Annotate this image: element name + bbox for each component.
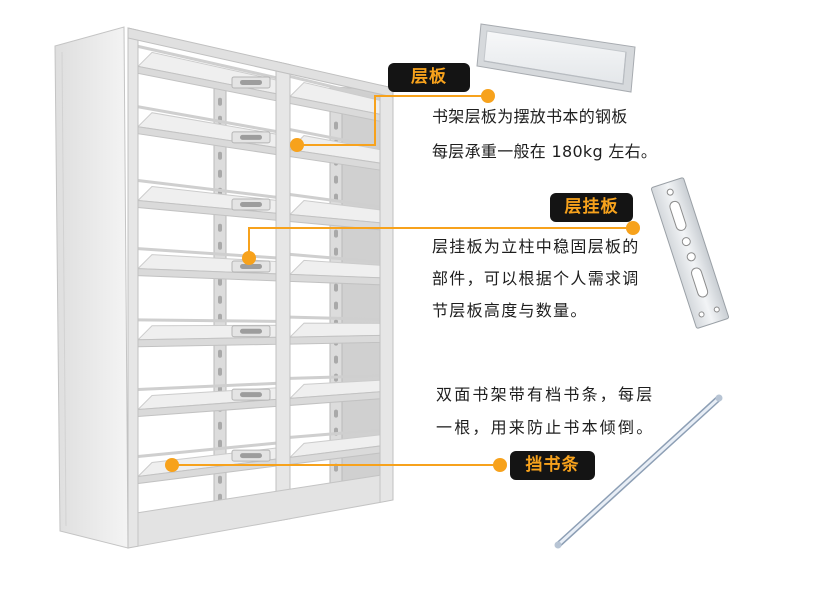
callout-label-book-stop-bar: 挡书条 [510, 451, 595, 480]
upright-slot [334, 301, 338, 310]
description-line: 节层板高度与数量。 [432, 301, 588, 320]
upright-slot [218, 97, 222, 106]
upright-slot [334, 175, 338, 184]
rod-highlight [557, 397, 720, 546]
upright-slot [218, 367, 222, 376]
book-stop-bar [137, 441, 277, 459]
description-line: 一根，用来防止书本倾倒。 [436, 418, 655, 437]
book-stop-bar [289, 252, 381, 264]
description-line: 层挂板为立柱中稳固层板的 [432, 237, 640, 256]
hanging-plate-slot [240, 392, 262, 398]
upright-slot [218, 349, 222, 358]
bookshelf-illustration [54, 26, 394, 549]
description-line: 部件，可以根据个人需求调 [432, 269, 640, 288]
hanging-plate-image [650, 177, 730, 329]
connector-line-shelf-board [297, 95, 488, 146]
connector-line-hanging-plate [248, 227, 633, 258]
hanging-plate-slot [240, 263, 262, 269]
book-stop-bar-image [554, 394, 723, 549]
book-stop-bar [289, 315, 381, 321]
connector-dot [165, 458, 179, 472]
book-stop-bar [289, 428, 381, 439]
board-edge [483, 51, 627, 85]
front-upright [275, 60, 291, 522]
hanging-plate-slot [240, 134, 262, 140]
shelf-front-lip [289, 334, 381, 345]
upright-slot [218, 151, 222, 160]
hanging-plate-slot [240, 328, 262, 334]
upright-slot [218, 475, 222, 484]
plate-hole [681, 237, 691, 247]
base-plinth [137, 474, 381, 547]
upright-slot [218, 295, 222, 304]
book-stop-bar [137, 105, 277, 133]
hanging-plate-slot [240, 79, 262, 85]
upright-slot [334, 283, 338, 292]
upright-slot [218, 241, 222, 250]
plate-hole [713, 306, 720, 313]
hanging-plate-slot [240, 201, 262, 207]
book-stop-bar [137, 179, 277, 199]
callout-label-hanging-plate: 层挂板 [550, 193, 633, 222]
callout-text-hanging-plate: 层挂板为立柱中稳固层板的 部件，可以根据个人需求调 节层板高度与数量。 [432, 231, 640, 327]
upright-slot [334, 229, 338, 238]
description-line: 双面书架带有档书条，每层 [436, 385, 655, 404]
front-upright [127, 27, 139, 549]
rod-end-cap [715, 394, 723, 402]
connector-dot [242, 251, 256, 265]
book-stop-bar [289, 193, 381, 209]
plate-hole [698, 311, 705, 318]
connector-dot [493, 458, 507, 472]
plate-hole [666, 188, 674, 196]
upright-slot [334, 409, 338, 418]
plate-hole [686, 252, 696, 262]
connector-dot [481, 89, 495, 103]
hanging-plate-slot [240, 453, 262, 459]
callout-text-shelf-board: 书架层板为摆放书本的钢板 每层承重一般在 180kg 左右。 [432, 99, 657, 169]
upright-slot [218, 223, 222, 232]
description-line: 书架层板为摆放书本的钢板 [432, 107, 628, 126]
plate-slot [690, 267, 709, 298]
connector-dot [290, 138, 304, 152]
description-line: 每层承重一般在 180kg 左右。 [432, 142, 658, 161]
upright-slot [334, 121, 338, 130]
callout-text-book-stop-bar: 双面书架带有档书条，每层 一根，用来防止书本倾倒。 [436, 378, 654, 444]
rod-end-cap [554, 541, 562, 549]
shelf-board [288, 322, 389, 338]
book-stop-bar [289, 74, 381, 100]
book-stop-bar [289, 374, 381, 380]
upright-slot [218, 169, 222, 178]
front-upright [379, 84, 394, 504]
book-stop-bar [137, 318, 277, 323]
side-panel-edge [61, 51, 67, 527]
upright-slot [334, 247, 338, 256]
upright-slot [218, 421, 222, 430]
callout-label-shelf-board: 层板 [388, 63, 470, 92]
plate-slot [669, 200, 687, 231]
upright-slot [218, 439, 222, 448]
upright-slot [334, 355, 338, 364]
shelf-board-image [476, 23, 636, 93]
book-stop-bar [137, 381, 277, 391]
upright-slot [218, 277, 222, 286]
connectors [165, 89, 640, 472]
book-stop-bar [137, 44, 277, 80]
connector-dot [626, 221, 640, 235]
